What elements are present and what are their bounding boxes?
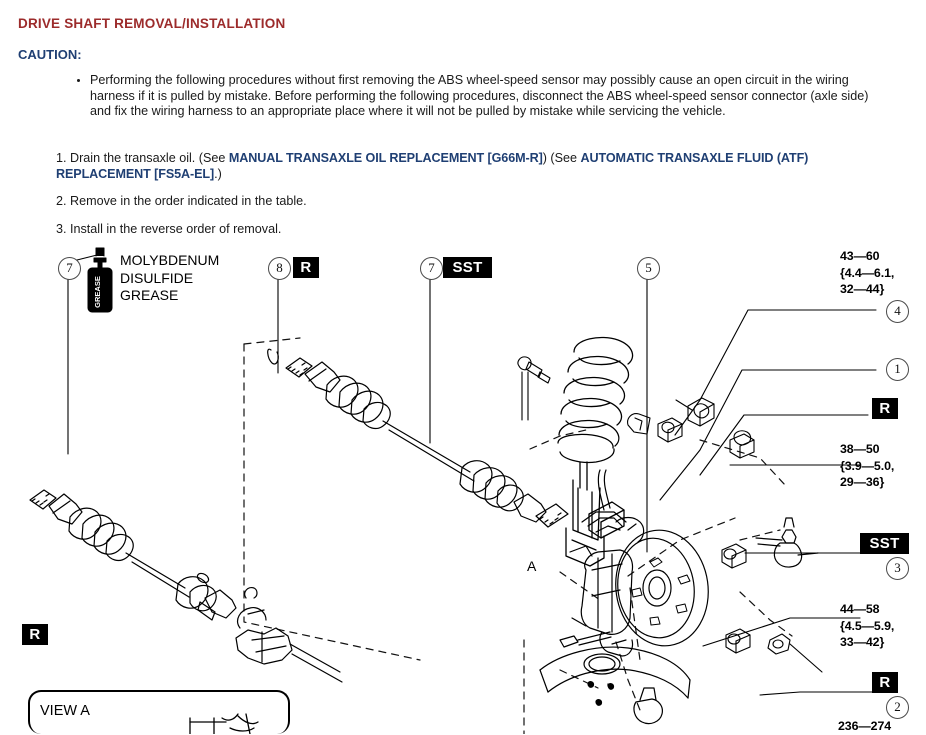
torque-spec-3: 44—58 {4.5—5.9, 33—42} xyxy=(840,602,895,649)
xref-manual-transaxle-oil-replacement[interactable]: MANUAL TRANSAXLE OIL REPLACEMENT [G66M-R… xyxy=(228,151,543,165)
procedure-step-1: 1. Drain the transaxle oil. (See MANUAL … xyxy=(56,150,886,182)
step-1-suffix: .) xyxy=(214,167,222,181)
leader-torque-3 xyxy=(702,617,861,647)
badge-sst-tool-7: SST xyxy=(443,257,492,278)
leader-badge-r-1 xyxy=(699,414,869,476)
badge-replace-part-1: R xyxy=(872,398,898,419)
suspension-brackets-nuts xyxy=(627,397,755,459)
torque-spec-4: 43—60 {4.4—6.1, 32—44} xyxy=(840,249,895,296)
view-a-inset-box xyxy=(28,690,290,734)
tie-rod-end-ball-joint xyxy=(755,517,819,568)
step-1-prefix: 1. Drain the transaxle oil. (See xyxy=(56,151,229,165)
svg-text:GREASE: GREASE xyxy=(93,276,102,308)
callout-7-sst[interactable]: 7 xyxy=(420,257,443,280)
view-a-inset-contents xyxy=(189,713,259,734)
callout-2[interactable]: 2 xyxy=(886,696,909,719)
leader-lines-right xyxy=(659,309,877,696)
caution-item: Performing the following procedures with… xyxy=(90,73,890,120)
procedure-step-3: 3. Install in the reverse order of remov… xyxy=(56,222,282,236)
page-title: DRIVE SHAFT REMOVAL/INSTALLATION xyxy=(18,16,286,31)
hub-nuts-right xyxy=(721,543,751,654)
stabilizer-link-upper xyxy=(517,356,551,421)
inner-joint-assembly-left xyxy=(235,587,343,683)
drive-shaft-lower-left xyxy=(29,489,237,621)
leader-callout-4 xyxy=(674,309,877,436)
callout-4[interactable]: 4 xyxy=(886,300,909,323)
caution-list: Performing the following procedures with… xyxy=(72,73,890,120)
assembly-dashed-guides xyxy=(243,337,793,734)
callout-8[interactable]: 8 xyxy=(268,257,291,280)
leader-callout-1 xyxy=(659,369,877,501)
torque-spec-2: 236—274 xyxy=(838,719,892,733)
grease-can-icon: GREASE xyxy=(87,247,113,313)
drive-shaft-upper xyxy=(267,348,569,528)
lower-control-arm xyxy=(539,631,691,725)
callout-7-grease[interactable]: 7 xyxy=(58,257,81,280)
view-a-label: VIEW A xyxy=(40,703,90,719)
badge-replace-part-left: R xyxy=(22,624,48,645)
badge-replace-part-2: R xyxy=(872,672,898,693)
callout-5[interactable]: 5 xyxy=(637,257,660,280)
caution-label: CAUTION: xyxy=(18,47,82,62)
clip-lower-right xyxy=(767,633,823,673)
callout-1[interactable]: 1 xyxy=(886,358,909,381)
xref-automatic-transaxle-fluid-replacement[interactable]: AUTOMATIC TRANSAXLE FLUID (ATF) REPLACEM… xyxy=(56,151,809,181)
knuckle-hub-rotor xyxy=(569,469,709,657)
badge-sst-tool-3: SST xyxy=(860,533,909,554)
molybdenum-grease-label: MOLYBDENUM DISULFIDE GREASE xyxy=(120,252,220,303)
exploded-view-diagram: GREASE xyxy=(0,240,926,734)
callout-3[interactable]: 3 xyxy=(886,557,909,580)
section-arrow-label-a: A xyxy=(527,558,537,574)
procedure-step-2: 2. Remove in the order indicated in the … xyxy=(56,194,307,208)
torque-spec-1: 38—50 {3.9—5.0, 29—36} xyxy=(840,442,895,489)
step-1-mid: ) (See xyxy=(542,151,581,165)
strut-coil-spring xyxy=(557,336,634,567)
badge-replace-part-8: R xyxy=(293,257,319,278)
leader-callout-2 xyxy=(759,691,877,696)
